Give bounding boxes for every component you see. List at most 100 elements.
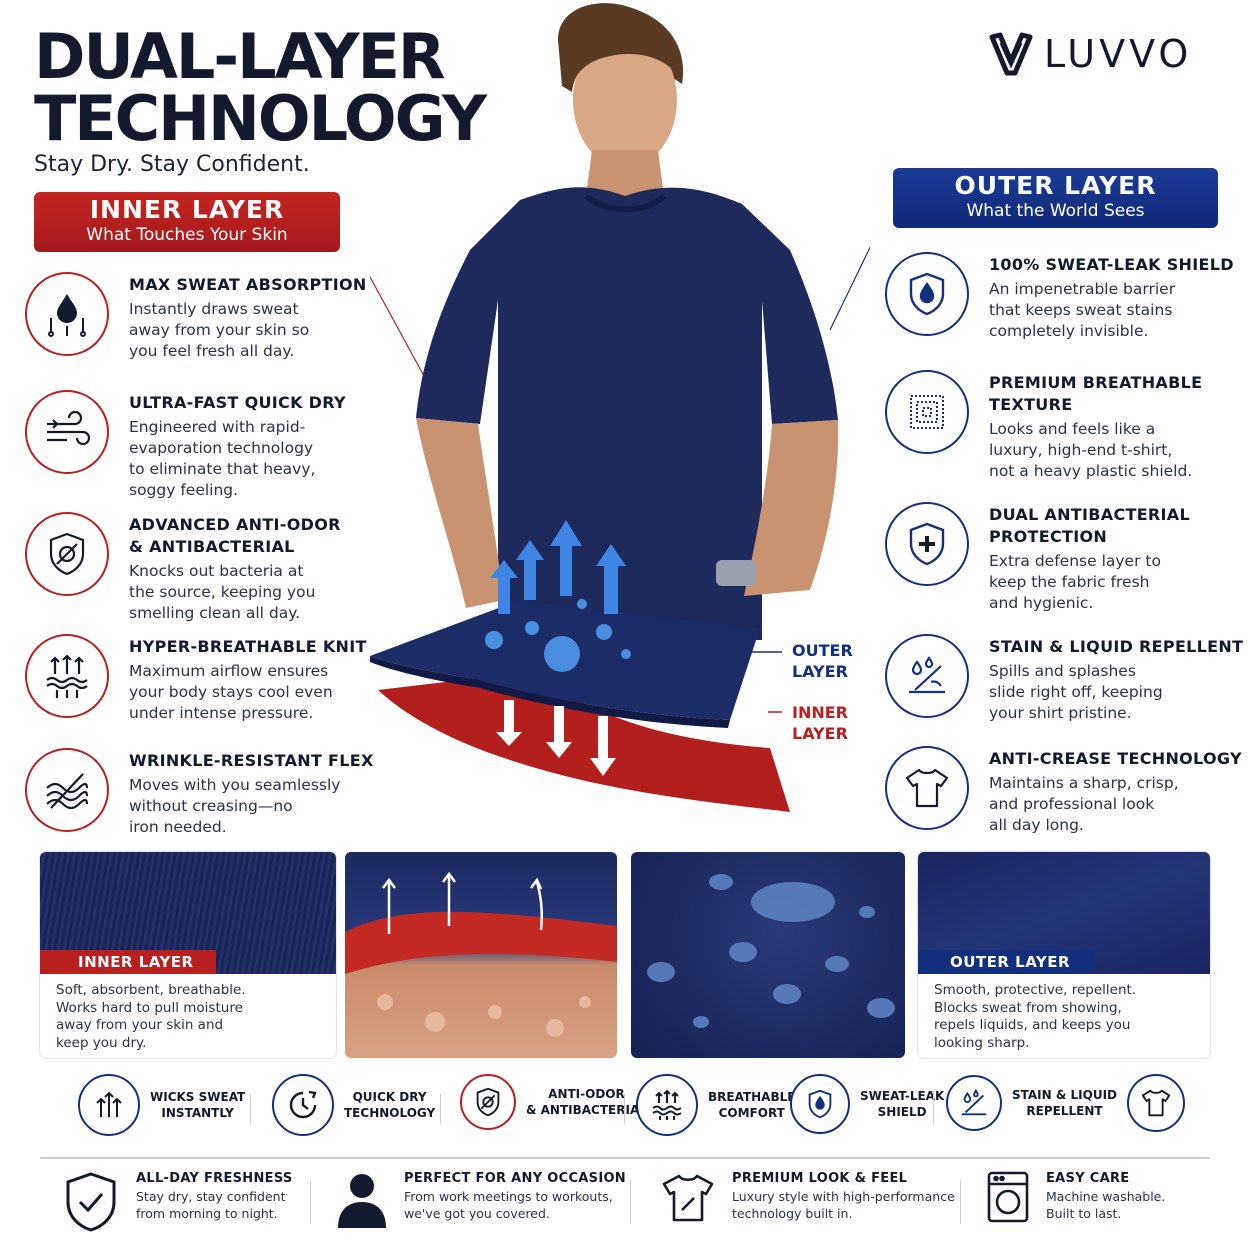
benefit-any-occasion: PERFECT FOR ANY OCCASION From work meeti… — [336, 1170, 626, 1230]
moisture-wicking-illustration — [345, 871, 617, 1037]
benefit-title: EASY CARE — [1046, 1171, 1130, 1186]
tshirt-icon — [662, 1174, 714, 1222]
feature-title: 100% SWEAT-LEAK SHIELD — [989, 255, 1234, 274]
benefit-easy-care: EASY CARE Machine washable.Built to last… — [986, 1170, 1165, 1224]
divider — [630, 1180, 631, 1224]
person-icon — [338, 1174, 386, 1228]
benefit-title: PERFECT FOR ANY OCCASION — [404, 1171, 626, 1186]
divider — [250, 1094, 251, 1124]
headline: DUAL-LAYER TECHNOLOGY — [34, 20, 487, 150]
outer-banner-subtitle: What the World Sees — [966, 201, 1145, 221]
feature-sweat-leak-shield: 100% SWEAT-LEAK SHIELD An impenetrable b… — [885, 252, 1234, 342]
repel-drops-icon — [946, 1075, 1002, 1131]
feature-hyper-breathable-knit: HYPER-BREATHABLE KNIT Maximum airflow en… — [25, 634, 367, 724]
washing-machine-icon — [987, 1171, 1029, 1223]
tshirt-icon — [1127, 1074, 1185, 1132]
divider — [960, 1180, 961, 1224]
brand-mark-icon — [989, 32, 1033, 76]
breathable-arrows-icon — [636, 1074, 698, 1136]
feature-title: STAIN & LIQUID REPELLENT — [989, 637, 1244, 656]
feature-anti-crease-technology: ANTI-CREASE TECHNOLOGY Maintains a sharp… — [885, 746, 1242, 836]
benefit-desc: From work meetings to workouts,we've got… — [404, 1189, 613, 1221]
fabric-texture-icon — [885, 370, 969, 454]
antibacterial-shield-icon — [25, 512, 109, 596]
benefit-title: ALL-DAY FRESHNESS — [136, 1171, 293, 1186]
sweat-drop-icon — [25, 272, 109, 356]
outer-layer-banner: OUTER LAYER What the World Sees — [893, 168, 1218, 228]
feature-desc: Maintains a sharp, crisp,and professiona… — [989, 774, 1179, 834]
outer-panel-desc: Smooth, protective, repellent.Blocks swe… — [934, 982, 1137, 1051]
drop-shield-icon — [885, 252, 969, 336]
left-arm — [416, 418, 504, 608]
feature-stain-liquid-repellent: STAIN & LIQUID REPELLENT Spills and spla… — [885, 634, 1243, 724]
badge-anti-odor: ANTI-ODOR& ANTIBACTERIAL — [460, 1074, 647, 1130]
brand-logo: LUVVO — [988, 30, 1218, 78]
moisture-wicking-photo — [345, 852, 617, 1058]
right-arm — [744, 420, 839, 596]
feature-ultra-fast-quick-dry: ULTRA-FAST QUICK DRY Engineered with rap… — [25, 390, 346, 501]
water-beading-photo — [631, 852, 905, 1058]
outer-layer-label: OUTER LAYER — [792, 640, 853, 682]
outer-label-line-2: LAYER — [792, 662, 848, 681]
feature-desc: Engineered with rapid-evaporation techno… — [129, 418, 316, 499]
clock-icon — [272, 1074, 334, 1136]
badge-label: ANTI-ODOR& ANTIBACTERIAL — [526, 1087, 647, 1117]
breathable-arrows-icon — [25, 634, 109, 718]
inner-banner-subtitle: What Touches Your Skin — [86, 225, 288, 245]
divider — [933, 1090, 934, 1124]
inner-panel-desc: Soft, absorbent, breathable.Works hard t… — [56, 982, 246, 1051]
head — [573, 32, 677, 168]
feature-title: WRINKLE-RESISTANT FLEX — [129, 751, 374, 770]
fabric-inner-layer — [378, 672, 790, 812]
inner-panel-tag: INNER LAYER — [40, 950, 216, 974]
wind-icon — [25, 390, 109, 474]
feature-anti-odor-antibacterial: ADVANCED ANTI-ODOR& ANTIBACTERIAL Knocks… — [25, 512, 341, 624]
antibacterial-shield-icon — [460, 1074, 516, 1130]
headline-line-1: DUAL-LAYER — [34, 20, 446, 93]
wick-arrows-icon — [78, 1074, 140, 1136]
inner-label-line-2: LAYER — [792, 724, 848, 743]
drop-shield-icon — [790, 1074, 850, 1134]
outer-banner-title: OUTER LAYER — [954, 171, 1157, 200]
benefit-title: PREMIUM LOOK & FEEL — [732, 1171, 908, 1186]
divider — [624, 1094, 625, 1124]
plus-shield-icon — [885, 502, 969, 586]
check-shield-icon — [66, 1172, 116, 1232]
feature-wrinkle-resistant-flex: WRINKLE-RESISTANT FLEX Moves with you se… — [25, 748, 374, 838]
tshirt-icon — [885, 746, 969, 830]
inner-label-line-1: INNER — [792, 703, 848, 722]
feature-max-sweat-absorption: MAX SWEAT ABSORPTION Instantly draws swe… — [25, 272, 367, 362]
divider — [440, 1094, 441, 1124]
divider — [310, 1180, 311, 1224]
water-beading-illustration — [647, 874, 895, 1028]
neck — [586, 150, 664, 196]
outer-panel-tag: OUTER LAYER — [918, 950, 1094, 974]
wrinkle-free-icon — [25, 748, 109, 832]
inner-banner-title: INNER LAYER — [89, 195, 285, 224]
feature-title: HYPER-BREATHABLE KNIT — [129, 637, 367, 656]
inner-layer-label: INNER LAYER — [792, 702, 848, 744]
feature-title: ADVANCED ANTI-ODOR& ANTIBACTERIAL — [129, 515, 341, 556]
brand-name: LUVVO — [1044, 32, 1193, 76]
hero-illustration — [370, 3, 870, 812]
outer-connector-line — [829, 246, 870, 331]
tagline: Stay Dry. Stay Confident. — [34, 152, 310, 177]
